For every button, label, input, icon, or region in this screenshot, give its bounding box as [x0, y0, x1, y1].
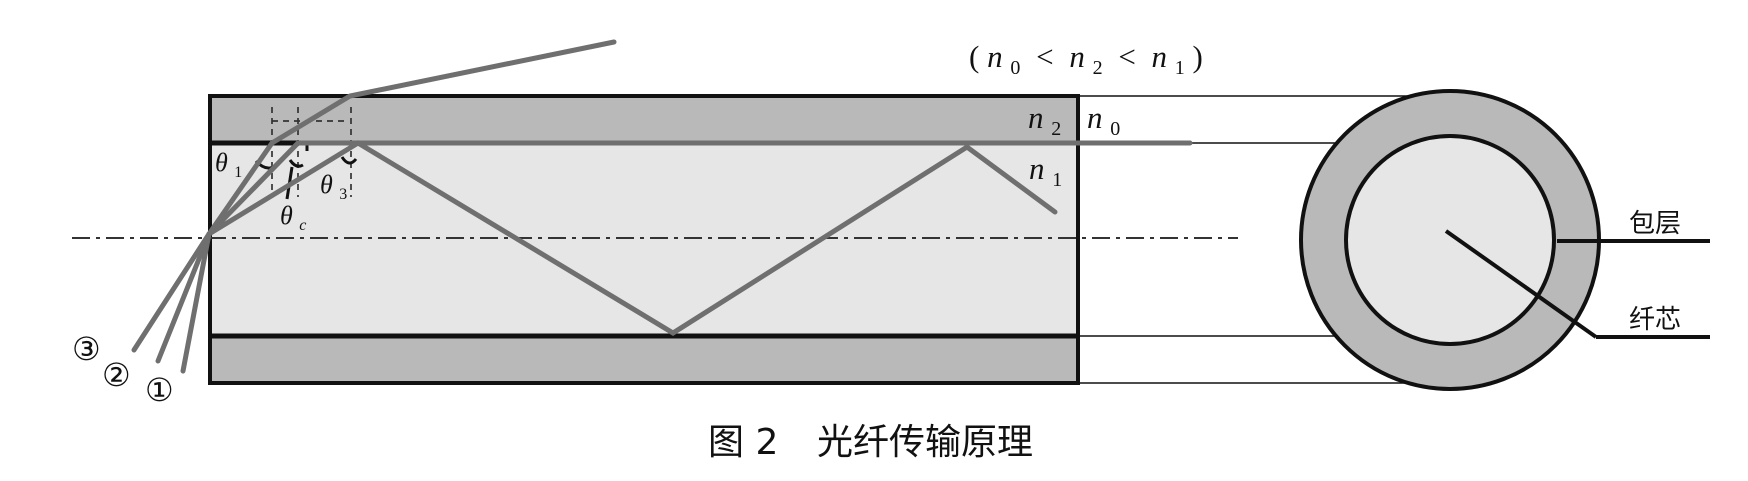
theta-c-arc: [288, 159, 304, 168]
cladding-index-label: n 2: [1028, 100, 1061, 140]
fiber-cross-section: [1299, 89, 1710, 391]
cladding-index-sub: 2: [1051, 118, 1061, 140]
caption-figure-number: 图 2: [708, 422, 778, 463]
theta3-label: θ 3: [320, 170, 347, 203]
condition-n2-sub: 2: [1093, 57, 1103, 79]
core-label: 纤芯: [1629, 305, 1681, 335]
lower-cladding-layer: [208, 334, 1080, 385]
ray-1-refracted: [180, 39, 617, 374]
condition-close-paren: ): [1193, 39, 1203, 74]
theta3-arc: [340, 156, 358, 165]
core-index-sub: 1: [1052, 169, 1062, 191]
figure-caption: 图 2 光纤传输原理: [708, 422, 1033, 463]
theta-c-sub: c: [299, 217, 306, 234]
cross-section-core: [1344, 134, 1556, 346]
condition-n1-base: n: [1152, 39, 1168, 74]
cladding-index-base: n: [1028, 100, 1044, 135]
caption-title: 光纤传输原理: [817, 422, 1033, 463]
cladding-label: 包层: [1629, 209, 1681, 239]
core-leader-line: [1444, 229, 1598, 339]
theta3-sub: 3: [339, 186, 347, 203]
light-rays: [131, 39, 1193, 374]
angle-labels: θ 1 θ c θ 3: [215, 148, 347, 234]
outside-index-base: n: [1087, 100, 1103, 135]
condition-less-than-2: <: [1118, 39, 1135, 74]
outside-index-label: n 0: [1087, 100, 1120, 140]
theta-c-base: θ: [280, 201, 293, 230]
condition-n0-base: n: [987, 39, 1003, 74]
condition-less-than-1: <: [1036, 39, 1053, 74]
outside-index-sub: 0: [1110, 118, 1120, 140]
ray-1-label: ①: [145, 372, 174, 408]
chinese-labels: 包层 纤芯: [1629, 209, 1681, 335]
ray-labels: ③ ② ①: [72, 331, 174, 408]
theta-c-label: θ c: [280, 201, 306, 234]
core-index-base: n: [1029, 151, 1045, 186]
fiber-core-region: [208, 141, 1080, 338]
ray-2-critical: [155, 140, 1193, 364]
refractive-index-condition: ( n 0 < n 2 < n 1 ): [969, 39, 1203, 81]
svg-text:( n 0 <: ( n 0 < n 2 < n 1 ): [969, 39, 1203, 81]
theta1-base: θ: [215, 148, 228, 177]
condition-n2-base: n: [1069, 39, 1085, 74]
condition-n0-sub: 0: [1010, 57, 1020, 79]
theta1-sub: 1: [234, 164, 242, 181]
theta1-label: θ 1: [215, 148, 242, 181]
theta3-base: θ: [320, 170, 333, 199]
ray-3-label: ③: [72, 331, 101, 367]
ray-2-label: ②: [102, 357, 131, 393]
core-index-label: n 1: [1029, 151, 1062, 191]
index-labels: n 2 n 0 n 1: [1028, 100, 1120, 191]
fiber-longitudinal-section: [72, 94, 1238, 385]
condition-n1-sub: 1: [1175, 57, 1185, 79]
ray-3-guided: [131, 140, 1058, 353]
condition-open-paren: (: [969, 39, 979, 74]
